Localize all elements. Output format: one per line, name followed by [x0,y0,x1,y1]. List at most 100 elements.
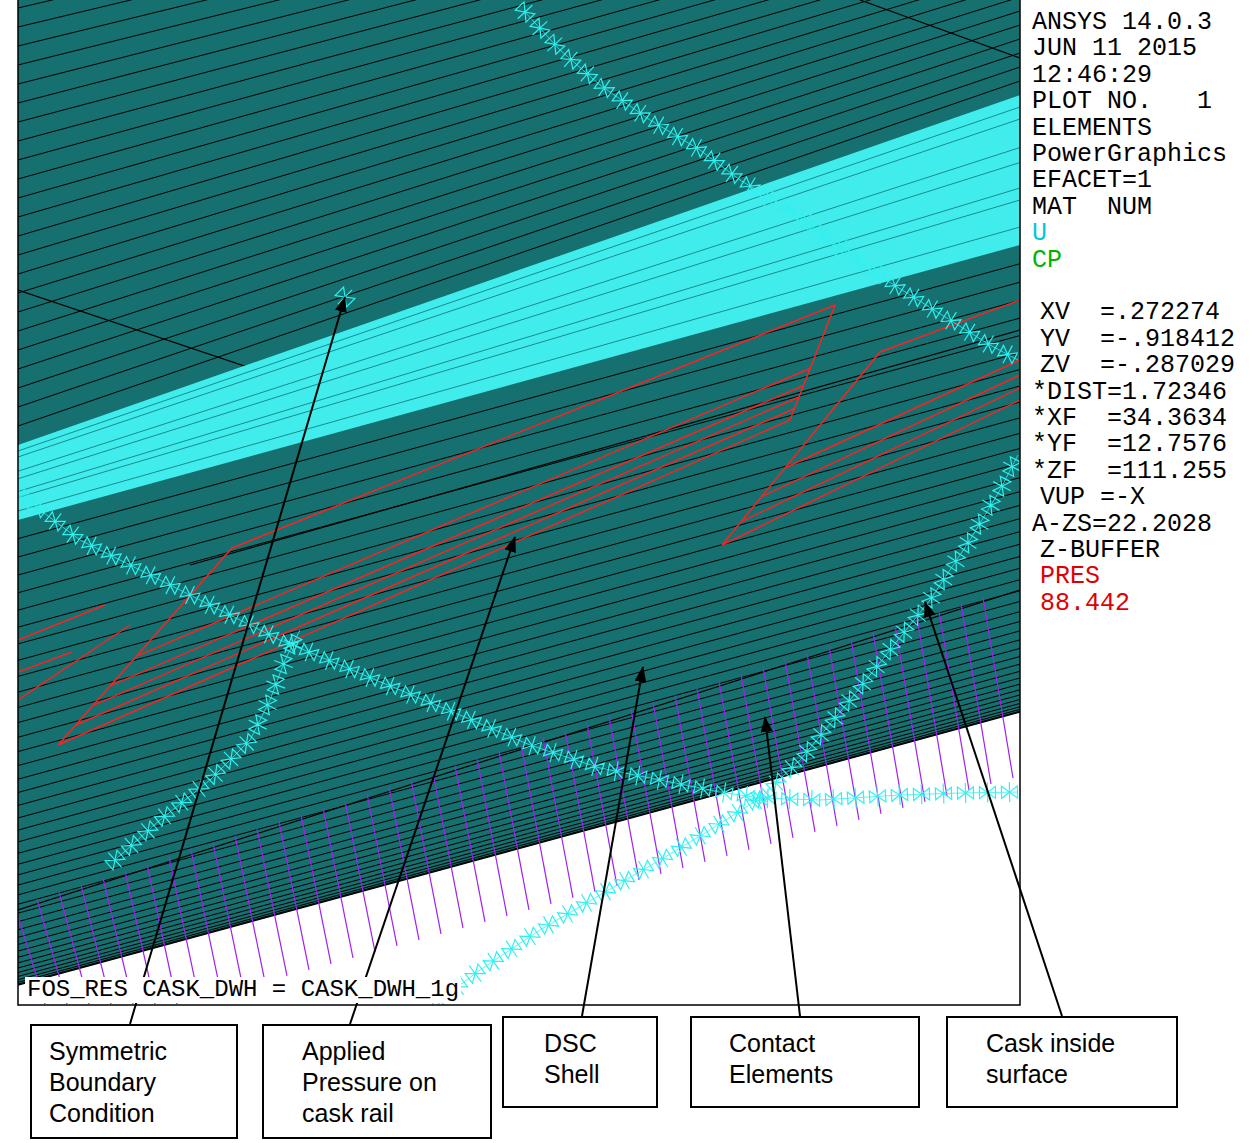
mesh-lines [18,402,1020,676]
boundary-condition-symbols [218,746,243,771]
boundary-condition-symbols [499,936,523,962]
pressure-outline [110,386,803,686]
boundary-condition-symbols [542,32,568,57]
boundary-condition-symbols [119,553,142,578]
symmetry-band [18,200,1020,498]
boundary-condition-symbols [135,818,160,844]
boundary-condition-symbols [102,847,127,873]
plot-info-text: PRES [1040,564,1100,590]
boundary-condition-symbols [525,12,1018,360]
contact-elements [895,625,925,802]
plot-info-text: ZV =-.287029 [1040,353,1235,379]
boundary-condition-symbols [669,834,693,859]
mesh-lines [18,711,1020,984]
boundary-condition-symbols [119,833,144,859]
boundary-condition-symbols [811,222,836,248]
boundary-condition-symbols [808,722,834,747]
boundary-condition-symbols [20,495,1018,800]
boundary-condition-symbols [707,812,731,837]
pressure-outline [75,409,794,726]
pressure-outline [93,397,799,706]
mesh-lines [18,369,1020,643]
contact-elements [345,801,375,952]
mesh-lines [18,0,1020,122]
mesh-lines [18,684,1020,957]
boundary-condition-symbols [976,331,1000,356]
boundary-condition-symbols [999,455,1020,478]
boundary-condition-symbols [460,708,483,733]
boundary-condition-symbols [575,890,599,915]
callout-text: Contact Elements [729,1028,894,1090]
mesh-lines [18,590,1020,910]
boundary-condition-symbols [280,632,305,655]
boundary-condition-symbols [60,522,85,548]
mesh-lines [18,264,1020,985]
mesh-lines [18,492,1020,766]
boundary-condition-symbols [178,582,201,607]
boundary-condition-symbols [803,789,820,810]
plot-info-text: *DIST=1.72346 [1032,380,1227,406]
mesh-lines [18,690,1020,963]
contact-elements [499,752,529,910]
mesh-lines [18,532,1020,806]
boundary-condition-symbols [18,0,1020,1005]
mesh-lines [18,418,1020,692]
contact-elements [609,716,639,879]
boundary-condition-symbols [996,342,1020,367]
contact-elements [191,850,221,994]
contact-elements [18,597,1013,1004]
boundary-condition-symbols [779,755,804,781]
boundary-condition-symbols [836,688,862,713]
boundary-condition-symbols [688,823,712,848]
mesh-lines [18,671,1020,944]
boundary-condition-symbols [757,185,781,210]
plot-info-text: *ZF =111.255 [1032,459,1227,485]
boundary-condition-symbols [902,285,926,310]
boundary-condition-symbols [647,113,671,138]
contact-elements [257,829,287,976]
contact-elements [213,843,243,988]
boundary-condition-symbols [518,924,542,950]
plot-info-text: CP [1032,248,1062,274]
boundary-condition-symbols [512,0,538,25]
boundary-condition-symbols [957,783,973,803]
boundary-condition-symbols [794,739,820,764]
boundary-condition-symbols [744,788,768,813]
mesh-lines [18,640,1020,913]
contact-elements [521,745,551,904]
plot-info-text: ELEMENTS [1032,116,1152,142]
boundary-condition-symbols [847,787,864,808]
boundary-condition-symbols [967,512,992,536]
boundary-condition-symbols [846,249,871,275]
callout-text: Symmetric Boundary Condition [49,1036,227,1129]
mesh-lines [18,556,1020,830]
boundary-condition-symbols [822,705,848,730]
boundary-condition-symbols [760,455,1018,798]
boundary-condition-symbols [693,777,713,800]
contact-elements [917,618,947,796]
mesh-lines [18,0,1020,46]
mesh-lines [18,695,1020,968]
mesh-lines [18,318,1020,593]
boundary-condition-symbols [399,682,421,707]
mesh-lines [18,0,1020,141]
boundary-condition-symbols [159,573,182,598]
boundary-condition-symbols [558,47,583,73]
boundary-condition-symbols [139,563,162,588]
mesh-lines [18,703,1020,976]
boundary-condition-symbols [850,671,876,696]
boundary-condition-symbols [610,88,635,114]
contact-elements [411,780,441,934]
boundary-condition-symbols [115,630,300,860]
fea-mesh-plot [18,0,1020,1005]
boundary-condition-symbols [781,789,798,810]
mesh-lines [18,591,1020,865]
boundary-condition-symbols [338,657,360,682]
boundary-condition-symbols [671,773,691,796]
mesh-lines [18,648,1020,921]
leader-arrows [925,602,1062,1016]
contact-elements [455,766,485,922]
symmetry-band [18,227,1020,511]
boundary-condition-symbols [255,693,280,716]
